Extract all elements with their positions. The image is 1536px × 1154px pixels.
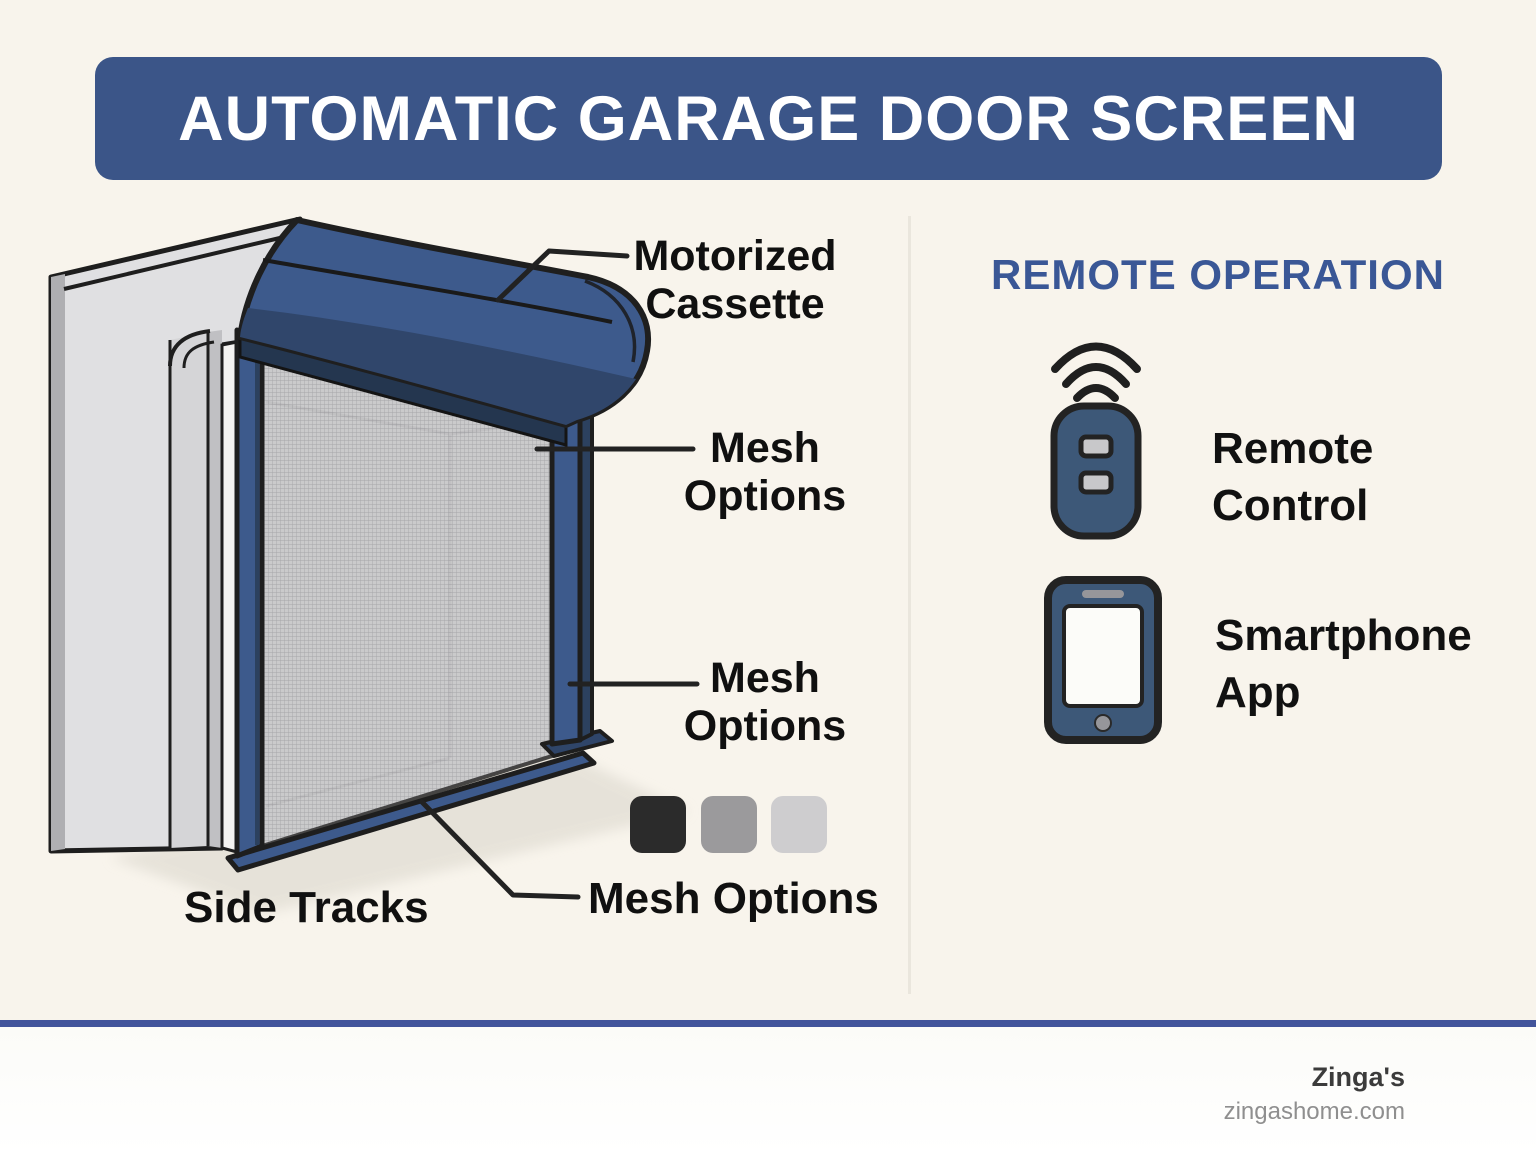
smartphone-icon (1044, 576, 1162, 744)
mesh-panel (260, 355, 554, 849)
remote-control-icon (1050, 342, 1142, 540)
page-title: AUTOMATIC GARAGE DOOR SCREEN (178, 83, 1359, 154)
remote-operation-heading: REMOTE OPERATION (991, 251, 1445, 298)
brand-name: Zinga's (1311, 1062, 1405, 1092)
label-remote-control: Remote Control (1212, 424, 1374, 530)
mesh-swatch-medium (701, 796, 757, 853)
wall-frame (48, 216, 303, 854)
mesh-swatch-light (771, 796, 827, 853)
label-mesh-options-mid: Mesh Options (683, 654, 847, 750)
label-side-tracks: Side Tracks (184, 883, 429, 932)
motorized-cassette-shape (237, 217, 652, 428)
label-mesh-options-bottom: Mesh Options (588, 874, 879, 923)
leader-motorized-cassette (495, 248, 630, 303)
brand-website: zingashome.com (1223, 1098, 1405, 1125)
leader-mesh-bottom (419, 799, 581, 900)
leader-lines (419, 248, 700, 900)
title-banner: AUTOMATIC GARAGE DOOR SCREEN (95, 57, 1442, 180)
footer-area (0, 1027, 1536, 1154)
label-mesh-options-upper: Mesh Options (683, 424, 847, 520)
side-track-left (234, 327, 265, 859)
label-smartphone-app: Smartphone App (1215, 611, 1472, 717)
bottom-bar (225, 750, 597, 873)
label-motorized-cassette: Motorized Cassette (633, 232, 837, 328)
footer-divider-line (0, 1020, 1536, 1027)
floor-shadow (110, 750, 690, 914)
mesh-swatch-dark (630, 796, 686, 853)
side-track-right (540, 399, 614, 758)
section-divider (908, 216, 911, 994)
